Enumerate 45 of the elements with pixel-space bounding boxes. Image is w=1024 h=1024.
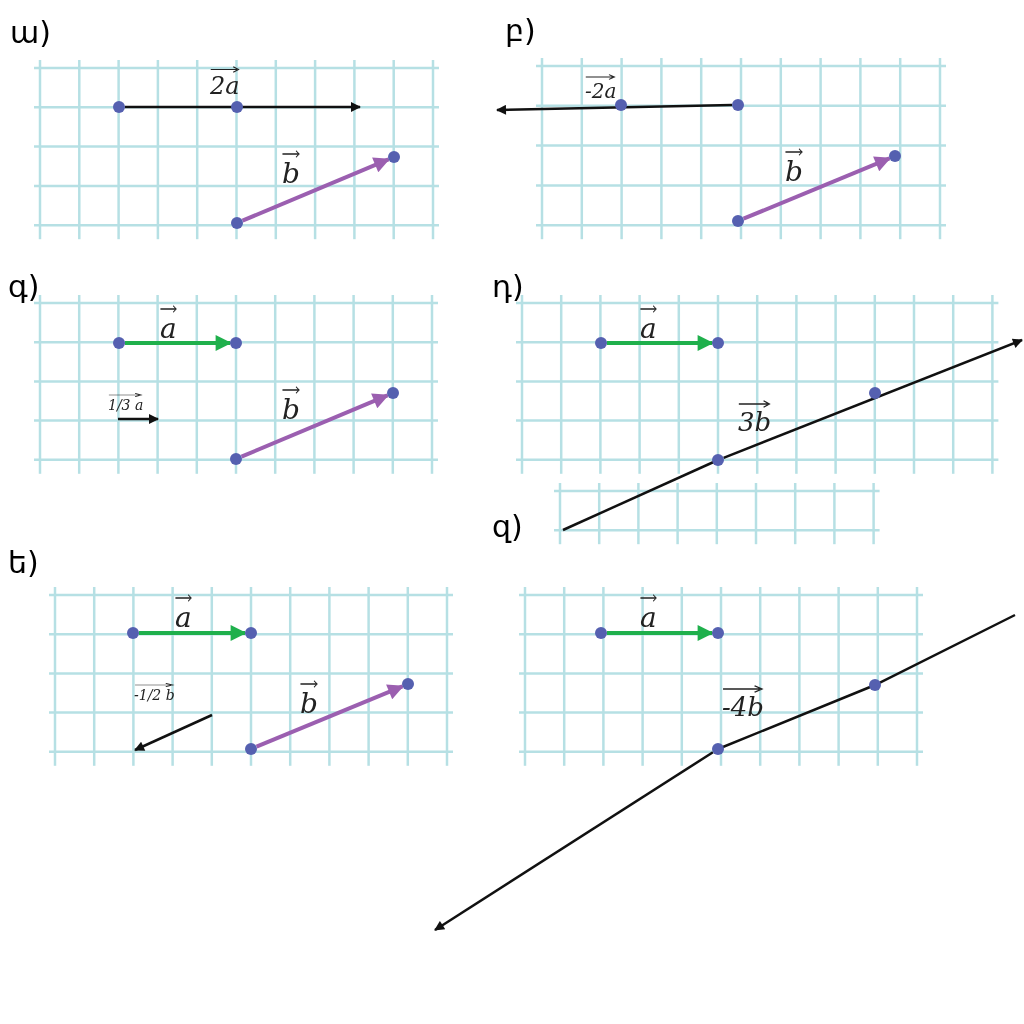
point-dot	[387, 387, 399, 399]
point-dot	[127, 627, 139, 639]
point-dot	[869, 679, 881, 691]
panel-letter: զ)	[492, 512, 523, 542]
point-dot	[231, 217, 243, 229]
point-dot	[712, 454, 724, 466]
vector-arrow	[241, 157, 390, 223]
point-dot	[869, 387, 881, 399]
vector-arrow	[139, 625, 247, 641]
panel-letter: ե)	[8, 548, 39, 578]
vector-arrow	[723, 338, 1023, 459]
point-dot	[712, 743, 724, 755]
point-dot	[245, 743, 257, 755]
point-dot	[388, 151, 400, 163]
point-dot	[231, 101, 243, 113]
vector-arrow	[255, 684, 404, 749]
point-dot	[402, 678, 414, 690]
point-dot	[732, 215, 744, 227]
vector-arrow	[240, 393, 389, 459]
point-dot	[712, 627, 724, 639]
vector-arrow	[607, 335, 714, 351]
point-dot	[732, 99, 744, 111]
point-dot	[113, 337, 125, 349]
vector-arrow	[496, 103, 733, 115]
vector-arrow	[125, 335, 232, 351]
vector-label: 1/3 a	[108, 393, 144, 412]
vector-arrow	[434, 751, 714, 932]
vector-arrow	[742, 156, 891, 221]
point-dot	[230, 453, 242, 465]
vector-arrow	[125, 102, 361, 112]
point-dot	[245, 627, 257, 639]
vector-arrow	[607, 625, 714, 641]
point-dot	[889, 150, 901, 162]
point-dot	[595, 337, 607, 349]
panel-letter: ա)	[10, 18, 51, 48]
point-dot	[712, 337, 724, 349]
panel-letter: դ)	[492, 272, 524, 302]
point-dot	[113, 101, 125, 113]
point-dot	[615, 99, 627, 111]
panel-letter: գ)	[8, 272, 40, 302]
panel-letter: բ)	[505, 16, 536, 46]
vector-label: -1/2 b	[134, 683, 175, 702]
vector-label: -2a	[585, 74, 617, 101]
point-dot	[595, 627, 607, 639]
point-dot	[230, 337, 242, 349]
